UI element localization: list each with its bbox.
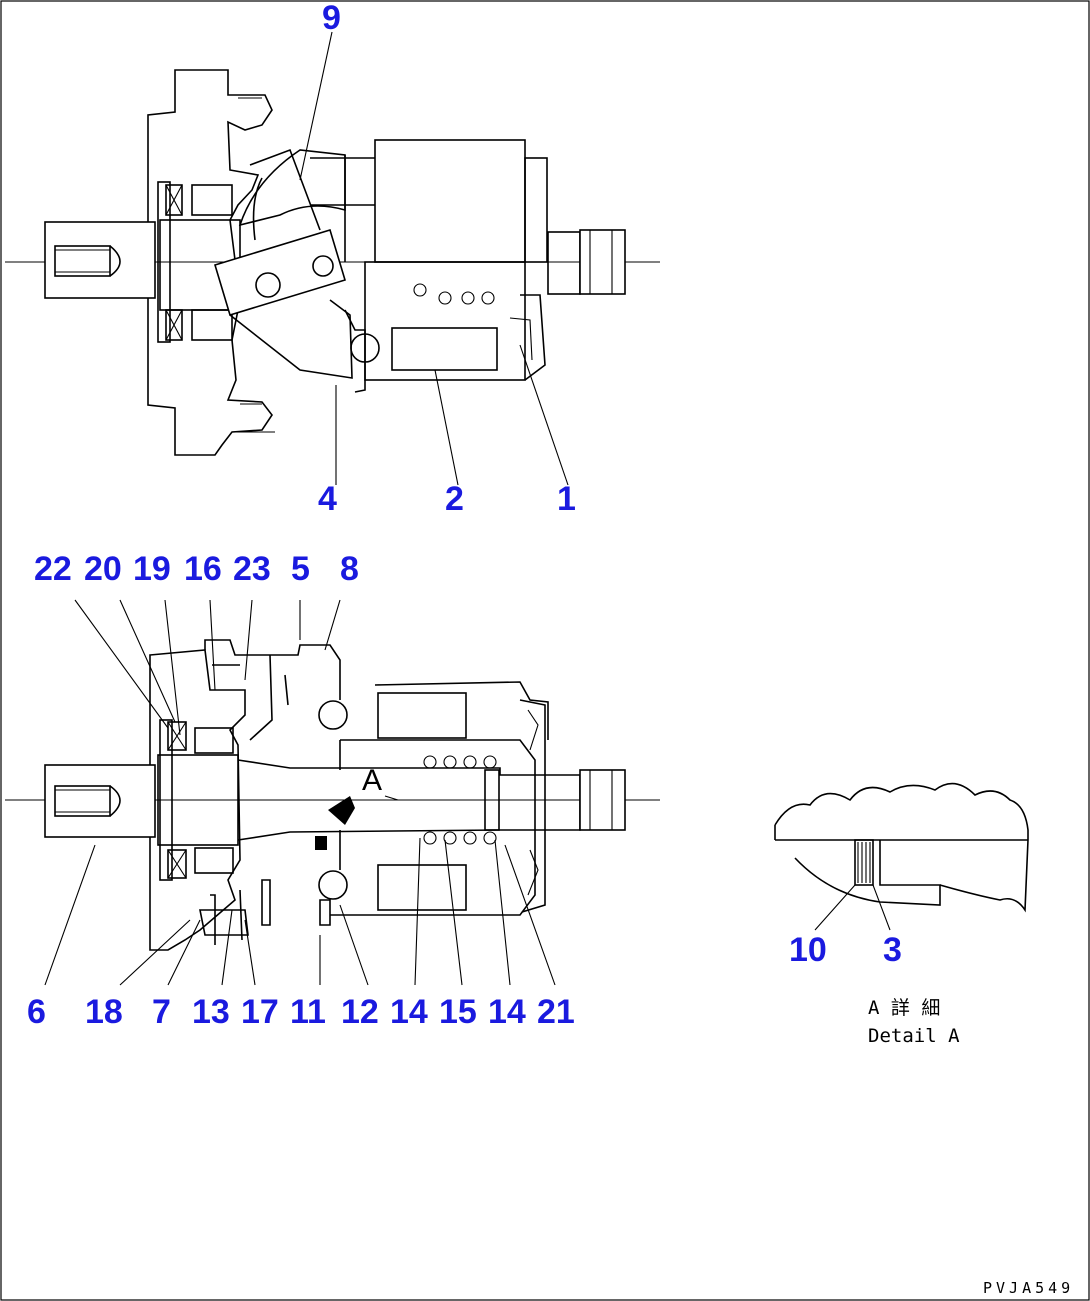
callout-2: 2 — [445, 480, 464, 518]
callout-13: 13 — [192, 993, 230, 1031]
callout-8: 8 — [340, 550, 359, 588]
callout-21: 21 — [537, 993, 575, 1031]
callout-22: 22 — [34, 550, 72, 588]
section-view-assembly: A — [5, 599, 660, 986]
callout-12: 12 — [341, 993, 379, 1031]
detail-title-en: Detail A — [868, 1025, 960, 1047]
callout-19: 19 — [133, 550, 171, 588]
section-housing — [149, 649, 246, 951]
callout-5: 5 — [291, 550, 310, 588]
callout-14b: 14 — [488, 993, 526, 1031]
callout-labels: 9 4 2 1 22 20 19 16 23 5 8 6 18 7 13 17 … — [27, 0, 902, 1031]
callout-11: 11 — [290, 993, 326, 1031]
drawing-code: PVJA549 — [983, 1279, 1074, 1297]
detail-title-jp: A 詳 細 — [868, 997, 940, 1019]
callout-18: 18 — [85, 993, 123, 1031]
callout-14: 14 — [390, 993, 428, 1031]
top-view-assembly — [5, 31, 660, 486]
callout-9: 9 — [322, 0, 341, 37]
callout-23: 23 — [233, 550, 271, 588]
callout-7: 7 — [152, 993, 171, 1031]
callout-1: 1 — [557, 480, 576, 518]
callout-3: 3 — [883, 931, 902, 969]
section-letter: A — [362, 764, 382, 797]
callout-4: 4 — [318, 480, 337, 518]
callout-10: 10 — [789, 931, 827, 969]
callout-20: 20 — [84, 550, 122, 588]
callout-17: 17 — [241, 993, 279, 1031]
callout-6: 6 — [27, 993, 46, 1031]
callout-15: 15 — [439, 993, 477, 1031]
callout-16: 16 — [184, 550, 222, 588]
detail-a-view: A 詳 細 Detail A — [774, 782, 1029, 1047]
